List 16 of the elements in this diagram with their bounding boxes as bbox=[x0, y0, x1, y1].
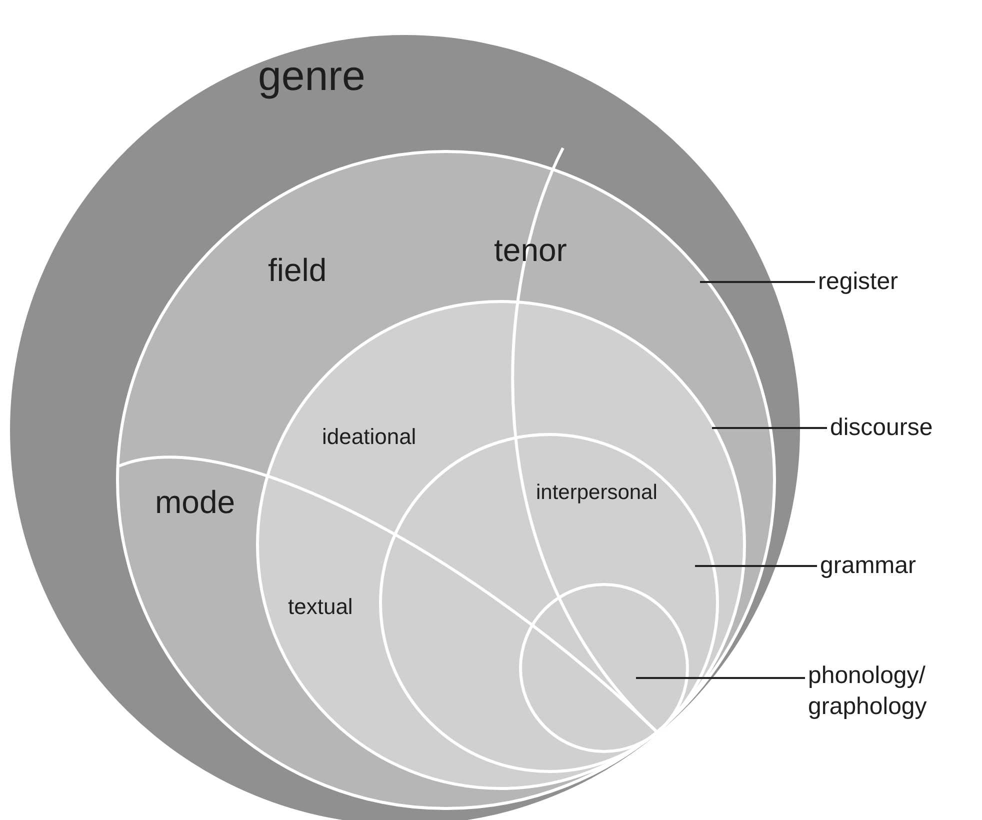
callout-label: phonology/ graphology bbox=[808, 660, 958, 722]
leader-line bbox=[636, 677, 805, 679]
leader-line bbox=[695, 565, 817, 567]
segment-label: tenor bbox=[494, 232, 567, 269]
leader-line bbox=[712, 427, 827, 429]
segment-label: interpersonal bbox=[536, 481, 658, 506]
circle-label: genre bbox=[258, 52, 366, 100]
segment-label: field bbox=[268, 252, 327, 289]
circle-band bbox=[519, 583, 689, 753]
segment-label: textual bbox=[288, 594, 353, 620]
callout-label: discourse bbox=[830, 412, 980, 444]
callout-label: grammar bbox=[820, 550, 970, 582]
leader-line bbox=[700, 281, 815, 283]
segment-label: mode bbox=[155, 484, 236, 521]
segment-label: ideational bbox=[322, 424, 416, 450]
callout-label: register bbox=[818, 266, 968, 298]
